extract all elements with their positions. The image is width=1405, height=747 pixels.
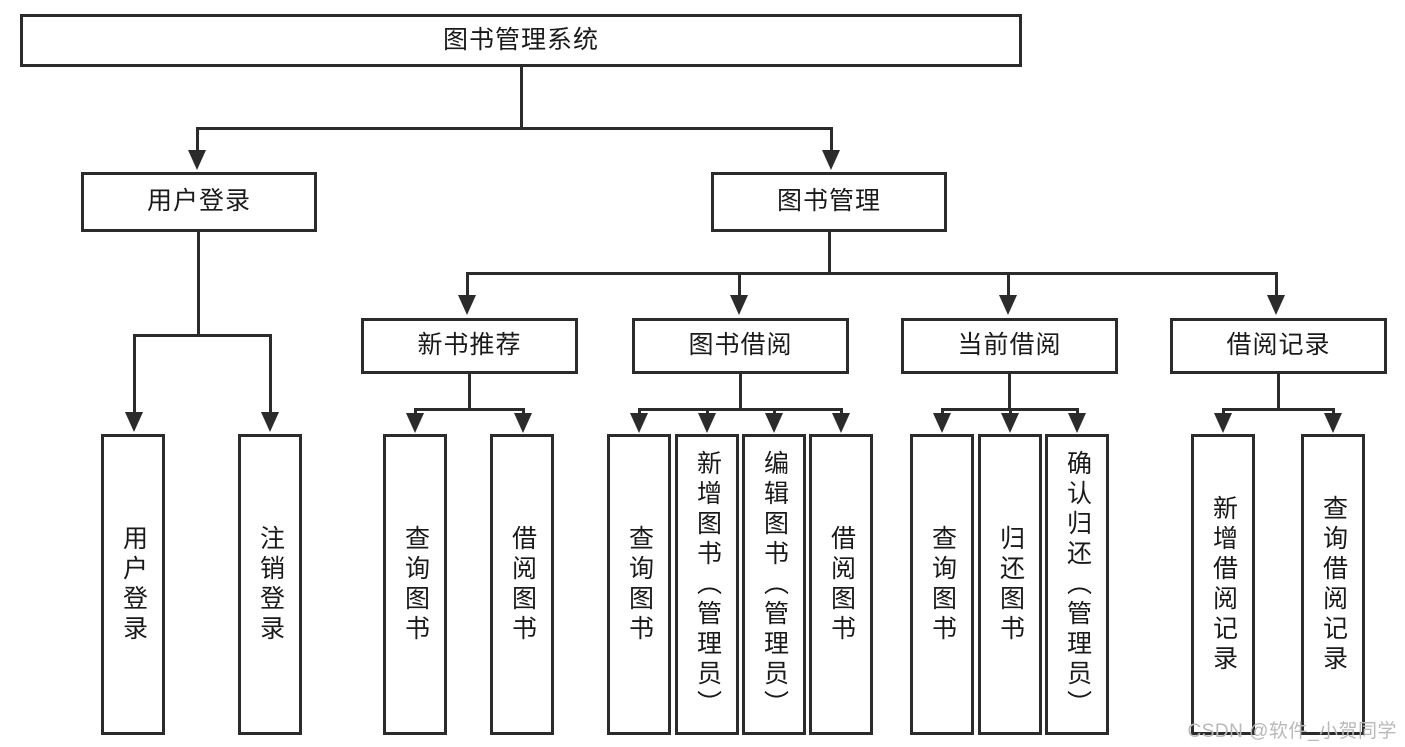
connector-bm-to-borrow-record: [1275, 272, 1278, 296]
connector-book-borrow-bar: [638, 408, 843, 411]
node-user-login[interactable]: 用户登录: [81, 172, 317, 232]
node-label: 图书管理系统: [442, 25, 599, 54]
arrowhead-currentborrow-to-leaf-2: [1001, 413, 1019, 433]
connector-bm-to-current-borrow: [1007, 272, 1010, 296]
leaf-label: 借阅图书: [508, 524, 537, 645]
connector-borrow-record-bar: [1222, 408, 1335, 411]
leaf-label: 编辑图书（管理员）: [760, 449, 789, 720]
node-book-management[interactable]: 图书管理: [711, 172, 947, 232]
leaf-label: 确认归还（管理员）: [1063, 449, 1092, 720]
connector-bookborrow-to-leaf-1: [638, 408, 641, 415]
connector-root-stem: [520, 67, 523, 127]
leaf-label: 注销登录: [256, 524, 285, 645]
connector-book-management-bar: [466, 272, 1278, 275]
arrowhead-bm-to-book-borrow: [730, 295, 748, 315]
connector-new-book-stem: [468, 374, 471, 408]
node-new-book-recommend[interactable]: 新书推荐: [361, 318, 578, 374]
leaf-query-book-current[interactable]: 查询图书: [910, 434, 974, 735]
connector-bookborrow-to-leaf-3: [773, 408, 776, 415]
leaf-label: 查询图书: [401, 524, 430, 645]
arrowhead-borrowrecord-to-leaf-1: [1214, 413, 1232, 433]
arrowhead-bookborrow-to-leaf-4: [832, 413, 850, 433]
arrowhead-root-to-book-management: [822, 150, 840, 170]
arrowhead-bm-to-borrow-record: [1267, 295, 1285, 315]
connector-borrow-record-stem: [1277, 374, 1280, 408]
arrowhead-bookborrow-to-leaf-2: [698, 413, 716, 433]
node-label: 当前借阅: [957, 331, 1062, 360]
connector-current-borrow-stem: [1008, 374, 1011, 408]
arrowhead-bm-to-new-book: [458, 295, 476, 315]
leaf-confirm-return[interactable]: 确认归还（管理员）: [1045, 434, 1109, 735]
connector-user-login-bar: [133, 334, 272, 337]
leaf-label: 查询图书: [928, 524, 957, 645]
connector-newbook-to-leaf-2: [522, 408, 525, 415]
connector-borrowrecord-to-leaf-1: [1222, 408, 1225, 415]
connector-bookborrow-to-leaf-4: [840, 408, 843, 415]
leaf-add-book[interactable]: 新增图书（管理员）: [675, 434, 739, 735]
leaf-query-borrow-record[interactable]: 查询借阅记录: [1301, 434, 1365, 735]
node-label: 借阅记录: [1226, 331, 1331, 360]
leaf-label: 新增图书（管理员）: [693, 449, 722, 720]
connector-book-borrow-stem: [739, 374, 742, 408]
leaf-add-borrow-record[interactable]: 新增借阅记录: [1191, 434, 1255, 735]
node-book-management-system[interactable]: 图书管理系统: [20, 14, 1022, 67]
arrowhead-newbook-to-leaf-1: [406, 413, 424, 433]
arrowhead-newbook-to-leaf-2: [514, 413, 532, 433]
leaf-label: 借阅图书: [827, 524, 856, 645]
arrowhead-root-to-user-login: [188, 150, 206, 170]
connector-currentborrow-to-leaf-1: [941, 408, 944, 415]
arrowhead-user-login-to-leaf-2: [261, 412, 279, 432]
arrowhead-currentborrow-to-leaf-1: [933, 413, 951, 433]
node-label: 用户登录: [146, 187, 251, 216]
node-label: 图书借阅: [688, 331, 793, 360]
connector-root-to-book-management: [830, 127, 833, 152]
leaf-borrow-book[interactable]: 借阅图书: [809, 434, 873, 735]
arrowhead-bm-to-current-borrow: [999, 295, 1017, 315]
leaf-query-book-borrow[interactable]: 查询图书: [607, 434, 671, 735]
connector-book-management-stem: [828, 232, 831, 274]
connector-user-login-to-leaf-2: [269, 334, 272, 413]
leaf-label: 查询借阅记录: [1319, 494, 1348, 675]
connector-bookborrow-to-leaf-2: [706, 408, 709, 415]
leaf-borrow-book-new-recommend[interactable]: 借阅图书: [490, 434, 554, 735]
arrowhead-user-login-to-leaf-1: [125, 412, 143, 432]
connector-root-to-user-login: [196, 127, 199, 152]
leaf-edit-book[interactable]: 编辑图书（管理员）: [742, 434, 806, 735]
leaf-user-login[interactable]: 用户登录: [101, 434, 165, 735]
leaf-label: 用户登录: [119, 524, 148, 645]
arrowhead-bookborrow-to-leaf-1: [630, 413, 648, 433]
node-label: 新书推荐: [417, 331, 522, 360]
arrowhead-currentborrow-to-leaf-3: [1068, 413, 1086, 433]
leaf-query-book-new-recommend[interactable]: 查询图书: [383, 434, 447, 735]
node-label: 图书管理: [776, 187, 881, 216]
connector-root-bar: [196, 127, 833, 130]
node-current-borrow[interactable]: 当前借阅: [901, 318, 1118, 374]
arrowhead-borrowrecord-to-leaf-2: [1324, 413, 1342, 433]
leaf-label: 查询图书: [625, 524, 654, 645]
leaf-logout-login[interactable]: 注销登录: [238, 434, 302, 735]
connector-bm-to-book-borrow: [738, 272, 741, 296]
connector-user-login-to-leaf-1: [133, 334, 136, 413]
connector-bm-to-new-book: [466, 272, 469, 296]
node-book-borrow[interactable]: 图书借阅: [632, 318, 849, 374]
connector-currentborrow-to-leaf-2: [1009, 408, 1012, 415]
arrowhead-bookborrow-to-leaf-3: [765, 413, 783, 433]
node-borrow-record[interactable]: 借阅记录: [1170, 318, 1387, 374]
connector-borrowrecord-to-leaf-2: [1332, 408, 1335, 415]
connector-currentborrow-to-leaf-3: [1076, 408, 1079, 415]
leaf-return-book[interactable]: 归还图书: [978, 434, 1042, 735]
connector-newbook-to-leaf-1: [414, 408, 417, 415]
leaf-label: 新增借阅记录: [1209, 494, 1238, 675]
connector-new-book-bar: [414, 408, 525, 411]
connector-user-login-stem: [197, 232, 200, 334]
leaf-label: 归还图书: [996, 524, 1025, 645]
csdn-watermark: CSDN @软件_小贺同学: [1187, 721, 1397, 742]
